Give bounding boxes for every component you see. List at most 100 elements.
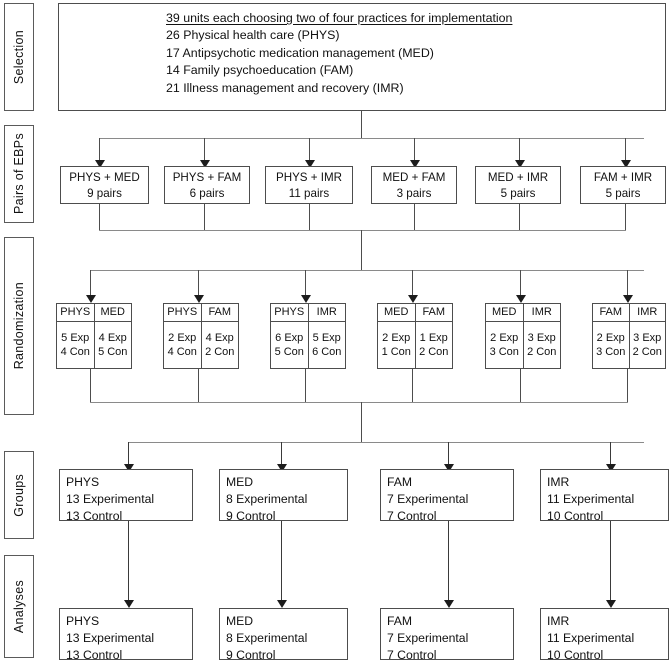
connector-group-drop-2 xyxy=(281,442,283,468)
randomization-right-name-6: IMR xyxy=(628,304,666,321)
group-control-1: 13 Control xyxy=(66,509,123,523)
randomization-left-con-6: 3 Con xyxy=(596,346,626,358)
randomization-right-counts-1: 4 Exp 5 Con xyxy=(93,322,132,368)
randomization-box-med-imr: MED IMR 2 Exp 3 Con 3 Exp 2 Con xyxy=(485,303,561,369)
selection-item-phys: 26 Physical health care (PHYS) xyxy=(166,28,340,43)
randomization-box-phys-fam: PHYS FAM 2 Exp 4 Con 4 Exp 2 Con xyxy=(163,303,239,369)
connector-rand-drop-5 xyxy=(520,270,522,298)
connector-pair-drop-5 xyxy=(519,138,521,163)
connector-pairs-bus xyxy=(99,138,644,140)
group-box-imr: IMR 11 Experimental 10 Control xyxy=(540,469,669,523)
randomization-right-exp-2: 4 Exp xyxy=(205,331,234,344)
randomization-right-name-5: IMR xyxy=(522,304,561,321)
analysis-experimental-1: 13 Experimental xyxy=(66,631,155,645)
randomization-right-con-1: 5 Con xyxy=(98,346,128,358)
randomization-right-con-5: 2 Con xyxy=(527,346,557,358)
arrow-pair-6 xyxy=(621,160,631,168)
randomization-left-name-3: PHYS xyxy=(274,306,305,319)
arrow-analysis-2 xyxy=(277,600,287,608)
stage-label-analyses-text: Analyses xyxy=(12,579,26,634)
randomization-right-exp-4: 1 Exp xyxy=(419,331,448,344)
randomization-left-counts-1: 5 Exp 4 Con xyxy=(57,322,94,368)
pair-box-med-imr: MED + IMR 5 pairs xyxy=(475,166,561,204)
randomization-left-exp-2: 2 Exp xyxy=(168,331,197,344)
randomization-right-exp-5: 3 Exp xyxy=(527,331,556,344)
arrow-analysis-1 xyxy=(124,600,134,608)
randomization-body-4: 2 Exp 1 Con 1 Exp 2 Con xyxy=(378,322,452,368)
stage-label-groups-text: Groups xyxy=(12,473,26,517)
pair-count-4: 3 pairs xyxy=(396,186,432,200)
randomization-right-counts-5: 3 Exp 2 Con xyxy=(522,322,561,368)
randomization-right-exp-3: 5 Exp xyxy=(312,331,341,344)
randomization-left-name-1: PHYS xyxy=(60,306,91,319)
pair-box-phys-fam: PHYS + FAM 6 pairs xyxy=(164,166,250,204)
randomization-left-counts-5: 2 Exp 3 Con xyxy=(486,322,523,368)
stage-label-groups: Groups xyxy=(4,451,34,539)
pair-count-3: 11 pairs xyxy=(288,186,330,200)
arrow-pair-4 xyxy=(410,160,420,168)
group-box-fam: FAM 7 Experimental 7 Control xyxy=(380,469,514,523)
randomization-box-fam-imr: FAM IMR 2 Exp 3 Con 3 Exp 2 Con xyxy=(592,303,666,369)
arrow-group-4 xyxy=(606,464,616,472)
selection-heading: 39 units each choosing two of four pract… xyxy=(166,11,513,25)
connector-pair-out-6 xyxy=(625,204,627,231)
group-control-4: 10 Control xyxy=(547,509,604,523)
connector-rand-drop-3 xyxy=(305,270,307,298)
randomization-header-4: MED FAM xyxy=(378,304,452,322)
randomization-left-counts-4: 2 Exp 1 Con xyxy=(378,322,415,368)
connector-pair-drop-3 xyxy=(309,138,311,163)
randomization-left-exp-1: 5 Exp xyxy=(61,331,90,344)
stage-label-analyses: Analyses xyxy=(4,555,34,658)
randomization-header-1: PHYS MED xyxy=(57,304,131,322)
selection-item-imr: 21 Illness management and recovery (IMR) xyxy=(166,80,404,95)
connector-rand-drop-4 xyxy=(412,270,414,298)
randomization-left-name-2: PHYS xyxy=(167,306,198,319)
randomization-body-5: 2 Exp 3 Con 3 Exp 2 Con xyxy=(486,322,560,368)
pair-name-3: PHYS + IMR xyxy=(275,171,343,184)
connector-selection-trunk xyxy=(361,111,363,139)
stage-label-pairs-text: Pairs of EBPs xyxy=(12,133,26,215)
randomization-right-name-3: IMR xyxy=(307,304,346,321)
analysis-box-phys: PHYS 13 Experimental 13 Control xyxy=(59,608,193,662)
randomization-body-3: 6 Exp 5 Con 5 Exp 6 Con xyxy=(271,322,345,368)
pair-box-med-fam: MED + FAM 3 pairs xyxy=(371,166,457,204)
connector-rand-out-2 xyxy=(198,369,200,403)
group-name-2: MED xyxy=(226,475,254,489)
connector-rand-out-5 xyxy=(520,369,522,403)
randomization-right-name-2: FAM xyxy=(200,304,239,321)
connector-rand-drop-2 xyxy=(198,270,200,298)
connector-group-drop-3 xyxy=(448,442,450,468)
pair-count-2: 6 pairs xyxy=(189,186,225,200)
analysis-experimental-4: 11 Experimental xyxy=(547,631,635,645)
randomization-left-counts-6: 2 Exp 3 Con xyxy=(593,322,629,368)
connector-pair-out-4 xyxy=(414,204,416,231)
connector-pair-out-1 xyxy=(99,204,101,231)
analysis-control-1: 13 Control xyxy=(66,648,123,662)
selection-box: 39 units each choosing two of four pract… xyxy=(58,3,666,111)
connector-group-drop-4 xyxy=(610,442,612,468)
arrow-analysis-3 xyxy=(444,600,454,608)
randomization-left-name-5: MED xyxy=(492,306,517,319)
pair-name-5: MED + IMR xyxy=(487,171,549,184)
group-experimental-1: 13 Experimental xyxy=(66,492,155,506)
analysis-name-4: IMR xyxy=(547,614,570,628)
randomization-left-counts-2: 2 Exp 4 Con xyxy=(164,322,201,368)
randomization-header-6: FAM IMR xyxy=(593,304,665,322)
randomization-right-name-1: MED xyxy=(93,304,132,321)
connector-randomization-bus xyxy=(90,270,644,272)
connector-analysis-drop-2 xyxy=(281,521,283,604)
randomization-header-3: PHYS IMR xyxy=(271,304,345,322)
pair-box-phys-imr: PHYS + IMR 11 pairs xyxy=(265,166,353,204)
arrow-rand-6 xyxy=(623,295,633,303)
arrow-rand-2 xyxy=(194,295,204,303)
connector-pair-drop-4 xyxy=(414,138,416,163)
group-name-3: FAM xyxy=(387,475,413,489)
arrow-pair-1 xyxy=(95,160,105,168)
group-name-4: IMR xyxy=(547,475,570,489)
randomization-right-counts-6: 3 Exp 2 Con xyxy=(628,322,666,368)
analysis-name-2: MED xyxy=(226,614,254,628)
randomization-left-counts-3: 6 Exp 5 Con xyxy=(271,322,308,368)
connector-rand-out-4 xyxy=(412,369,414,403)
connector-analysis-drop-3 xyxy=(448,521,450,604)
